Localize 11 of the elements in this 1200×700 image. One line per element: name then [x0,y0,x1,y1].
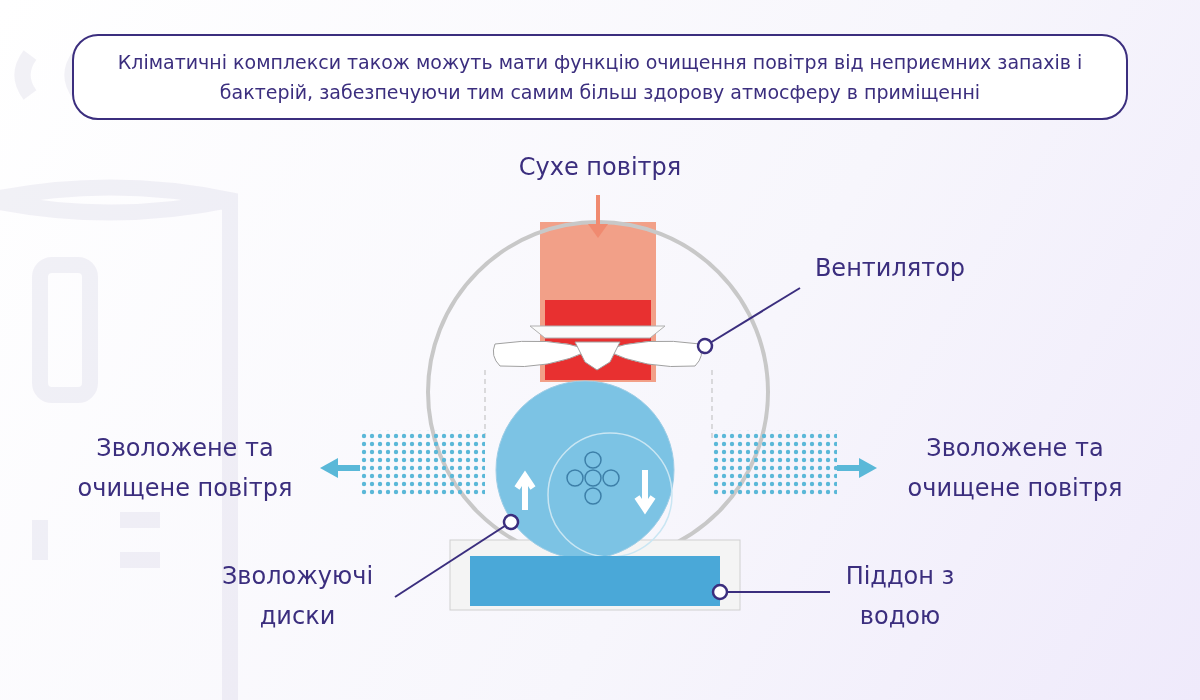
leader-line [711,583,831,601]
flow-label: Зволожене та очищене повітря [76,433,294,504]
leader-line [696,287,801,355]
part-label: Вентилятор [800,248,980,288]
flow-label: Сухе повітря [517,152,683,183]
part-label: Піддон з водою [830,556,970,636]
water-tray-drawing [470,556,720,606]
flow-label: Зволожене та очищене повітря [906,433,1124,504]
callout-banner: Кліматичні комплекси також можуть мати функцію очищення повітря від неприємних запахів і бактерій, забезпечуючи тим самим більш здорову атмосферу в приміщенні [72,34,1128,120]
leader-line [394,513,520,598]
part-label: Зволожуючі диски [200,556,395,636]
